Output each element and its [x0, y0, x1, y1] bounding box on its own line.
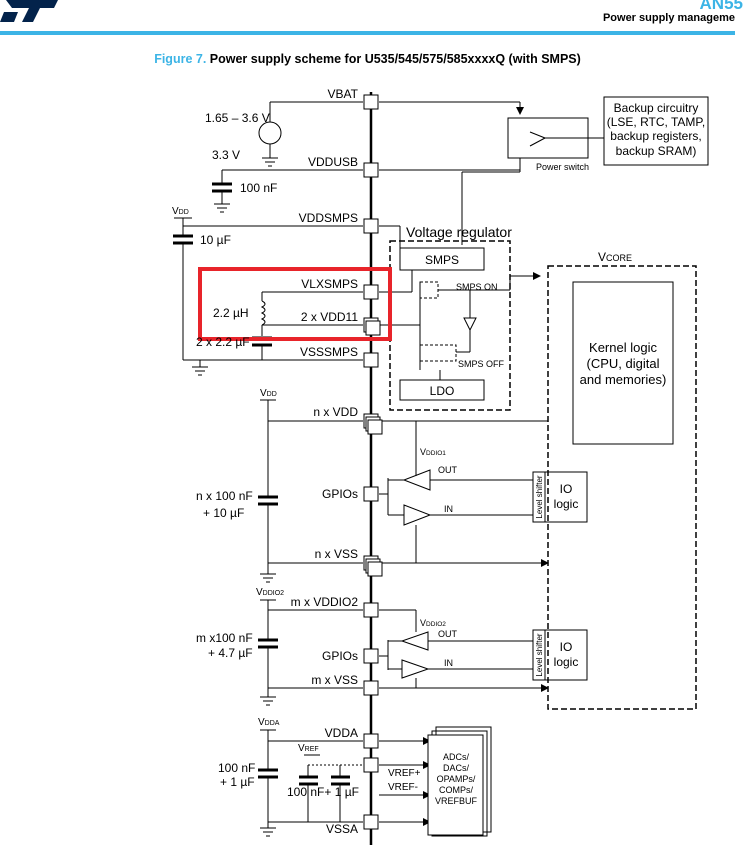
- vref-plus-label: VREF+: [388, 768, 421, 779]
- pin-vbat: VBAT: [328, 87, 359, 101]
- pin-vddusb: VDDUSB: [308, 155, 358, 169]
- figure-number: Figure 7.: [154, 52, 207, 66]
- header-rule: [0, 31, 735, 35]
- vddio2-label: VDDIO2: [256, 587, 284, 598]
- vref-minus-label: VREF-: [388, 782, 418, 793]
- cap-vdd-label-2: + 10 µF: [203, 506, 244, 520]
- highlight-box: [198, 267, 392, 341]
- out-label-2: OUT: [438, 629, 458, 639]
- level-shifter-2-label: Level shifter: [535, 633, 544, 676]
- ldo-label: LDO: [430, 384, 455, 398]
- cap-vdda-label-1: 100 nF: [218, 761, 255, 775]
- pin-nvdd: n x VDD: [313, 405, 358, 419]
- voltage-regulator-label: Voltage regulator: [406, 224, 512, 240]
- pin-nvss: n x VSS: [315, 547, 358, 561]
- pin-mvss: m x VSS: [311, 673, 358, 687]
- document-section-title: Power supply manageme: [602, 12, 735, 24]
- kernel-label-3: and memories): [580, 372, 667, 387]
- document-id: AN55: [699, 0, 743, 13]
- in-label-1: IN: [444, 504, 453, 514]
- cap-vddio2-label-2: + 4.7 µF: [208, 646, 253, 660]
- kernel-label-2: (CPU, digital: [587, 356, 660, 371]
- pin-vddsmps: VDDSMPS: [299, 211, 358, 225]
- out-label-1: OUT: [438, 465, 458, 475]
- backup-label-3: backup registers,: [610, 129, 701, 143]
- pin-gpios-1: GPIOs: [322, 487, 358, 501]
- power-switch-label: Power switch: [536, 162, 589, 172]
- in-label-2: IN: [444, 658, 453, 668]
- io-logic-2-label-b: logic: [554, 655, 579, 669]
- smps-off-label: SMPS OFF: [458, 359, 505, 369]
- pin-gpios-2: GPIOs: [322, 649, 358, 663]
- vdd-label-smps: VDD: [172, 206, 189, 217]
- cap-vref-label: 100 nF+ 1 µF: [287, 785, 359, 799]
- vbat-range-label: 1.65 – 3.6 V: [205, 111, 270, 125]
- st-logo: [0, 0, 60, 27]
- analog-label-3: OPAMPs/: [437, 774, 476, 784]
- level-shifter-1-label: Level shifter: [535, 475, 544, 518]
- figure-title: Power supply scheme for U535/545/575/585…: [209, 52, 581, 66]
- cap-vdda-label-2: + 1 µF: [220, 775, 255, 789]
- pin-mvddio2: m x VDDIO2: [291, 595, 359, 609]
- vcore-label: VCORE: [598, 250, 632, 264]
- v33-label: 3.3 V: [212, 148, 240, 162]
- pin-vssa: VSSA: [326, 822, 358, 836]
- cap-vdd11-label: 2 x 2.2 µF: [196, 335, 250, 349]
- figure-caption: Figure 7. Power supply scheme for U535/5…: [0, 52, 735, 66]
- vddio1-label: VDDIO1: [420, 447, 446, 457]
- kernel-label-1: Kernel logic: [589, 340, 657, 355]
- cap-vdd-label-1: n x 100 nF: [196, 489, 253, 503]
- analog-label-2: DACs/: [443, 763, 470, 773]
- analog-label-5: VREFBUF: [435, 796, 478, 806]
- pin-vdda: VDDA: [325, 726, 358, 740]
- vddio2-label-io: VDDIO2: [420, 618, 446, 628]
- smps-on-label: SMPS ON: [456, 282, 498, 292]
- backup-label-1: Backup circuitry: [614, 101, 699, 115]
- vdd-label-main: VDD: [260, 388, 277, 399]
- io-logic-2-label-a: IO: [560, 640, 573, 654]
- vdda-label: VDDA: [258, 717, 280, 728]
- io-logic-1-label-a: IO: [560, 482, 573, 496]
- inductor-label: 2.2 µH: [213, 306, 249, 320]
- backup-label-4: backup SRAM): [616, 144, 697, 158]
- pin-vlxsmps: VLXSMPS: [301, 277, 358, 291]
- io-logic-1-label-b: logic: [554, 497, 579, 511]
- analog-label-1: ADCs/: [443, 752, 470, 762]
- cap-smps-label: 10 µF: [200, 233, 231, 247]
- analog-label-4: COMPs/: [439, 785, 474, 795]
- smps-label: SMPS: [425, 253, 459, 267]
- pin-vdd11: 2 x VDD11: [301, 310, 358, 324]
- vref-label: VREF: [298, 743, 319, 754]
- backup-label-2: (LSE, RTC, TAMP,: [607, 115, 705, 129]
- cap-vddio2-label-1: m x100 nF: [196, 631, 253, 645]
- pin-vsssmps: VSSSMPS: [300, 345, 358, 359]
- cap-usb-label: 100 nF: [240, 181, 277, 195]
